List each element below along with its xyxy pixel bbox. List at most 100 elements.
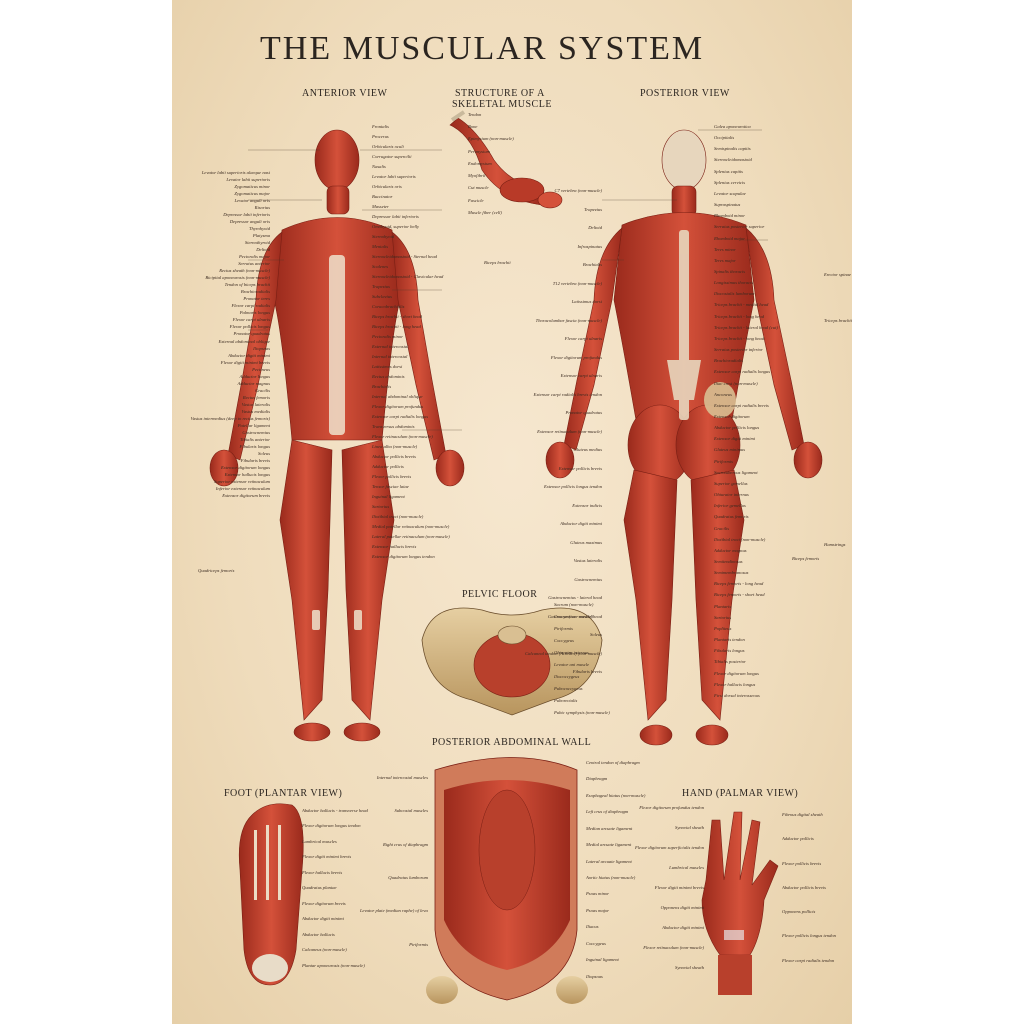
anatomy-label: Extensor digiti minimi <box>714 436 756 442</box>
anatomy-label: Deltoid <box>256 247 270 253</box>
anatomy-label: Abductor pollicis longus <box>714 425 760 431</box>
anatomy-label: Serratus posterior superior <box>714 224 765 230</box>
anatomy-label: Tibialis anterior <box>240 436 270 442</box>
anatomy-label: Popliteus <box>714 625 732 631</box>
anatomy-label: Superior extensor retinaculum <box>214 478 270 484</box>
anatomy-label: Extensor pollicis longus tendon <box>543 484 602 490</box>
anatomy-label: Fibularis brevis <box>572 669 602 675</box>
anatomy-label: Right crus of diaphragm <box>382 841 428 847</box>
anatomy-label: Occipitalis <box>714 135 735 141</box>
anatomy-label: Extensor digitorum longus tendon <box>372 554 435 559</box>
anatomy-label: Triceps brachii - long head <box>714 335 765 341</box>
anatomy-label: Rectus abdominis <box>372 374 405 379</box>
anatomy-label: Masseter <box>372 204 389 209</box>
anatomy-label: T12 vertebra (non-muscle) <box>552 280 602 286</box>
anatomy-label: Extensor retinaculum (non-muscle) <box>537 428 602 434</box>
anatomy-label: Nasalis <box>372 164 386 169</box>
anatomy-label: Rectus sheath (non-muscle) <box>219 268 270 274</box>
anatomy-label: Piriformis <box>554 626 573 631</box>
anatomy-label: Internal abdominal oblique <box>372 394 423 399</box>
anatomy-label: Sternocleidomastoid - Sternal head <box>372 254 437 259</box>
anatomy-label: Medial patellar retinaculum (non-muscle) <box>372 524 450 529</box>
anatomy-label: Semitendinosus <box>714 559 743 564</box>
anatomy-label: Flexor digiti minimi brevis <box>654 885 704 890</box>
anatomy-label: Lumbrical muscles <box>669 865 704 870</box>
anatomy-label: Teres major <box>714 257 736 263</box>
anatomy-label: Pronator teres <box>243 296 270 302</box>
anatomy-label: Pubic symphysis (non-muscle) <box>554 710 610 715</box>
anatomy-label: Abductor digiti minimi <box>560 521 602 527</box>
anatomy-label: Soleus <box>258 450 270 456</box>
anatomy-label: Fibularis longus <box>239 443 270 449</box>
anatomy-label: Depressor anguli oris <box>229 219 270 225</box>
pelvic-floor-heading: PELVIC FLOOR <box>462 589 538 600</box>
anatomy-label: Infraspinatus <box>577 243 602 249</box>
anatomy-label: Tensor fasciae latae <box>372 484 409 489</box>
anatomy-label: Frontalis <box>372 124 389 129</box>
anatomy-label: Fibularis longus <box>714 648 745 654</box>
anatomy-label: Flexor pollicis brevis <box>372 474 412 479</box>
anatomy-label: Biceps femoris - long head <box>714 581 764 587</box>
anterior-view-heading: ANTERIOR VIEW <box>302 88 388 99</box>
anatomy-label: Levator ani muscle <box>554 662 590 667</box>
anatomy-label: Flexor digiti minimi brevis <box>220 359 270 365</box>
anatomy-label: Flexor hallucis longus <box>714 681 756 687</box>
anatomy-label: Vastus intermedius (deep to rectus femor… <box>190 415 270 421</box>
anatomy-label: Diaphragm <box>586 776 608 782</box>
anatomy-label: Extensor digitorum longus <box>221 464 270 470</box>
anatomy-label: Semimembranosus <box>714 570 749 576</box>
anatomy-label: Splenius capitis <box>714 168 743 174</box>
anatomy-label: Iliac crest (non-muscle) <box>714 380 758 386</box>
anatomy-label: Flexor retinaculum (non-muscle) <box>643 945 704 950</box>
anatomy-label: Inguinal ligament <box>372 494 405 499</box>
anatomy-label: Platysma <box>252 233 270 239</box>
foot-plantar-diagram <box>238 803 304 986</box>
anatomy-label: Trapezius <box>584 206 602 212</box>
anatomy-label: Sternocleidomastoid - Clavicular head <box>372 274 444 279</box>
anatomy-label: Pectoralis major <box>238 254 270 260</box>
anatomy-label: Calcaneus (non-muscle) <box>302 947 347 953</box>
anatomy-label: Coccyx (non-muscle) <box>554 614 593 619</box>
anatomy-label: Endomysium <box>468 160 492 166</box>
anatomy-label: Extensor carpi radialis brevis <box>714 402 769 408</box>
anatomy-label: Spinalis thoracis <box>714 269 746 274</box>
anatomy-label: Subclavius <box>372 294 392 299</box>
anatomy-label: Flexor retinaculum (non-muscle) <box>372 434 433 439</box>
anatomy-label: Opponens pollicis <box>782 909 816 915</box>
anatomy-label: Flexor carpi ulnaris <box>564 336 602 342</box>
anatomy-label: Omohyoid, superior belly <box>372 224 420 229</box>
anatomy-label: Longissimus thoracis <box>714 280 754 286</box>
anatomy-label: Subcostal muscles <box>394 808 428 814</box>
anatomy-label: Abductor pollicis brevis <box>372 454 416 459</box>
anatomy-label: Abductor digiti minimi <box>228 352 270 358</box>
anatomy-label: Left crus of diaphragm <box>586 809 629 815</box>
group-label: Triceps brachii <box>824 318 852 323</box>
anatomy-label: Gluteus maximus <box>570 539 602 545</box>
anatomy-label: Adductor pollicis <box>372 464 404 469</box>
group-label: Biceps brachii <box>484 260 511 265</box>
anatomy-label: Piriformis <box>714 458 733 464</box>
anterior-tendons <box>312 255 362 630</box>
anatomy-label: Internal intercostal <box>372 354 408 359</box>
anatomy-label: Fibrous digital sheath <box>782 812 823 817</box>
anatomy-label: Zygomaticus minor <box>234 184 270 190</box>
anatomy-label: Tendon of biceps brachii <box>224 282 270 288</box>
anatomy-label: Obturator internus <box>714 492 749 498</box>
anatomy-label: Flexor digitorum profundus tendon <box>639 805 704 810</box>
foot-plantar-heading: FOOT (PLANTAR VIEW) <box>224 788 343 799</box>
anatomy-label: Internal intercostal muscles <box>376 775 428 780</box>
anatomy-label: Pronator quadratus <box>565 410 602 416</box>
anatomy-label: Vastus lateralis <box>573 558 602 564</box>
anatomy-label: Extensor carpi radialis brevis tendon <box>533 391 602 397</box>
anatomy-label: Flexor digitorum superficialis tendon <box>634 845 704 850</box>
anatomy-label: Psoas minor <box>586 891 610 897</box>
pelvic-floor-diagram <box>421 607 603 716</box>
anatomy-label: Epimysium (non-muscle) <box>468 136 514 142</box>
anatomy-label: Sacrum (non-muscle) <box>554 602 594 607</box>
anatomy-label: Obturator internus <box>554 650 589 655</box>
anatomy-label: C7 vertebra (non-muscle) <box>554 188 602 193</box>
anatomy-label: Flexor digitorum profundus <box>372 404 424 409</box>
anatomy-label: Gluteus medius <box>573 447 602 453</box>
anatomy-label: Zygomaticus major <box>234 191 270 197</box>
anatomy-label: Gastrocnemius - medial head <box>547 613 602 619</box>
